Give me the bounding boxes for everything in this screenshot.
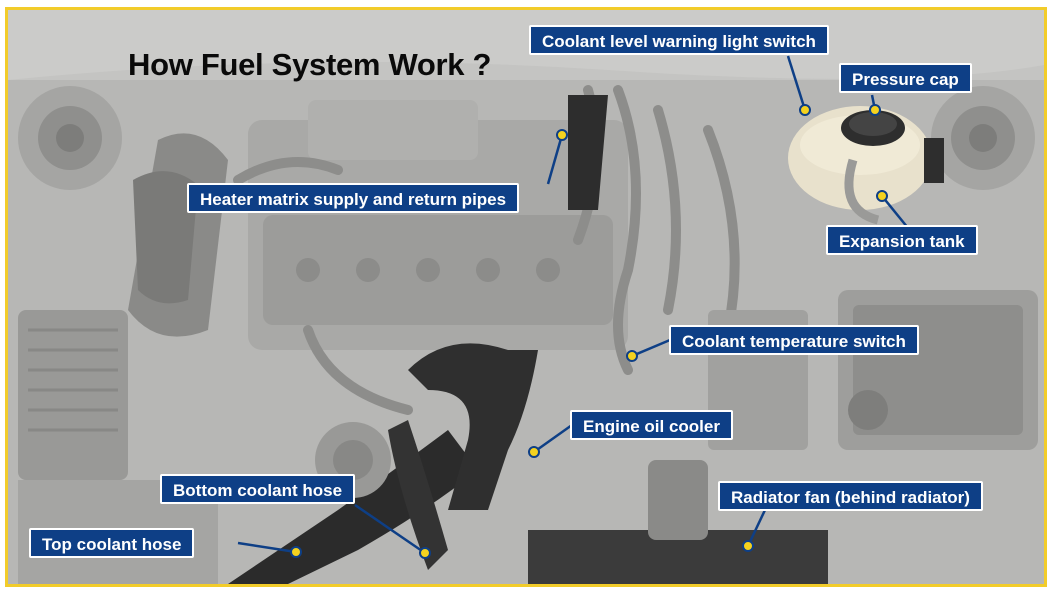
label-radiator-fan: Radiator fan (behind radiator) bbox=[718, 481, 983, 511]
label-coolant-level-switch: Coolant level warning light switch bbox=[529, 25, 829, 55]
label-heater-pipes: Heater matrix supply and return pipes bbox=[187, 183, 520, 213]
page-title: How Fuel System Work ? bbox=[128, 47, 492, 82]
label-coolant-temp-switch: Coolant temperature switch bbox=[669, 325, 919, 355]
label-bottom-hose: Bottom coolant hose bbox=[160, 474, 356, 504]
label-expansion-tank: Expansion tank bbox=[826, 225, 978, 255]
label-top-hose: Top coolant hose bbox=[29, 528, 195, 558]
label-pressure-cap: Pressure cap bbox=[839, 63, 972, 93]
label-engine-oil-cooler: Engine oil cooler bbox=[570, 410, 733, 440]
